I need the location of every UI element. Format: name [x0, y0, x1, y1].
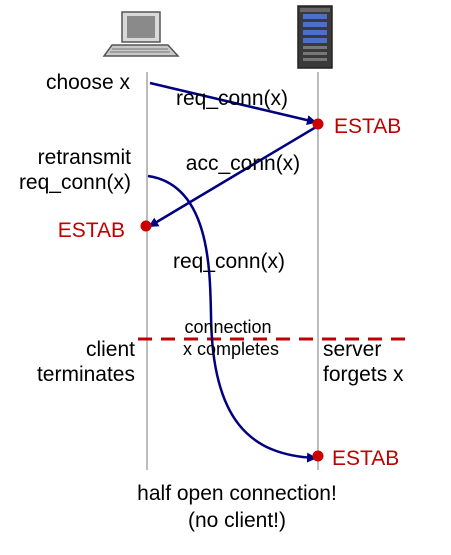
client-terminates-line2: terminates: [37, 363, 135, 386]
server-estab-dot-1: [312, 118, 324, 130]
client-terminates-line1: client: [86, 338, 135, 361]
caption-line1: half open connection!: [137, 482, 337, 505]
choose-x-label: choose x: [46, 71, 131, 94]
server-estab-label-1: ESTAB: [334, 115, 401, 138]
server-estab-label-2: ESTAB: [332, 447, 399, 470]
laptop-computer-icon: [102, 11, 180, 57]
caption-line2: (no client!): [188, 509, 286, 532]
req-conn-label-1: req_conn(x): [176, 87, 288, 110]
req-conn-arrow-1: [149, 81, 317, 126]
server-tower-icon: [297, 5, 333, 69]
acc-conn-arrow: [148, 125, 317, 228]
connection-label-line1: connection: [184, 317, 271, 337]
connection-label-line2: x completes: [183, 339, 279, 359]
retransmit-label-line2: req_conn(x): [19, 171, 131, 194]
retransmit-label-line1: retransmit: [38, 146, 132, 169]
server-estab-dot-2: [312, 450, 324, 462]
server-forgets-line2: forgets x: [323, 363, 404, 386]
client-estab-label: ESTAB: [58, 219, 125, 242]
server-forgets-line1: server: [323, 338, 381, 361]
req-conn-retransmit-arrow: [147, 174, 317, 463]
req-conn-label-2: req_conn(x): [173, 250, 285, 273]
acc-conn-label: acc_conn(x): [186, 152, 300, 175]
client-estab-dot: [140, 220, 152, 232]
